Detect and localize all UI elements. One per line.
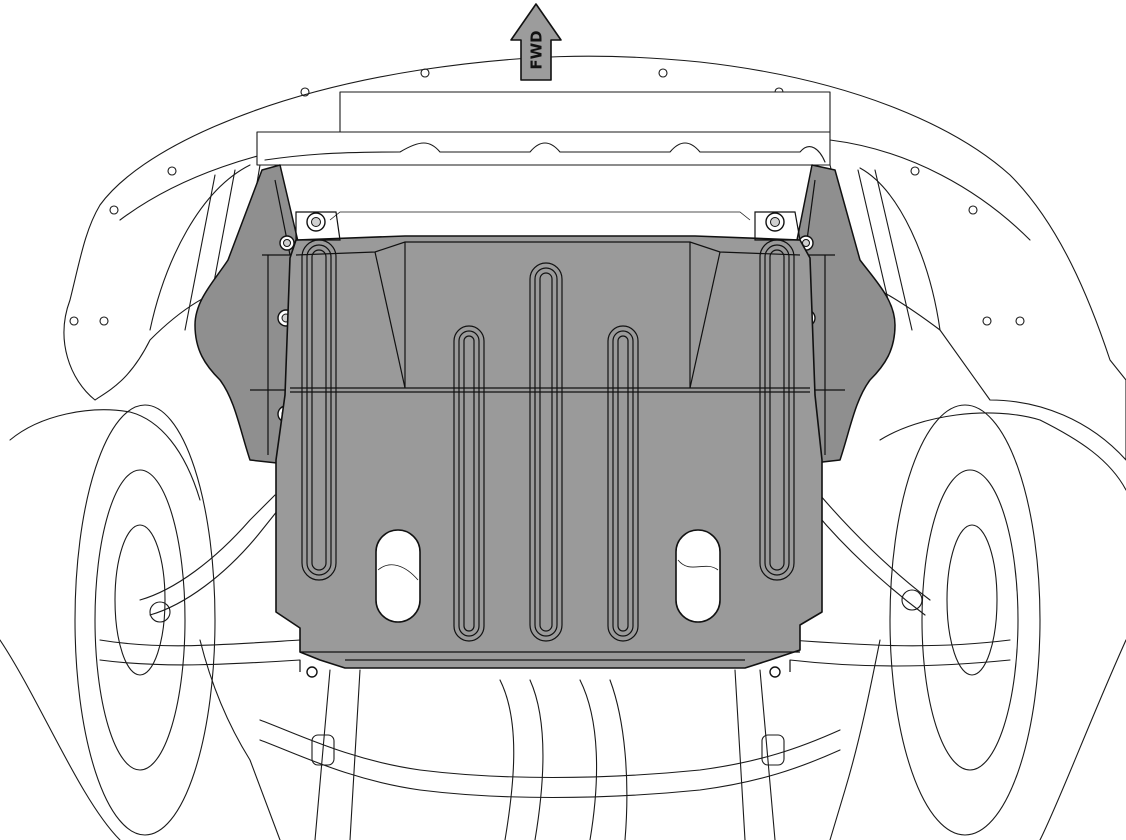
- bolt-icon: [769, 666, 781, 678]
- mount-hole: [109, 205, 119, 215]
- stiffening-rib-center-left: [453, 325, 485, 642]
- stiffening-rib-center: [529, 262, 563, 642]
- fwd-direction-arrow: FWD: [510, 3, 562, 81]
- arrow-up-icon: [510, 3, 562, 81]
- mount-hole: [99, 316, 109, 326]
- bolt-icon: [311, 217, 321, 227]
- mount-hole: [1015, 316, 1025, 326]
- mount-hole: [968, 205, 978, 215]
- skid-plate: [275, 211, 823, 678]
- bolt-icon: [283, 239, 291, 247]
- bolt-icon: [770, 217, 780, 227]
- mount-hole: [420, 68, 430, 78]
- mount-hole: [167, 166, 177, 176]
- mount-hole: [658, 68, 668, 78]
- fwd-label: FWD: [528, 30, 546, 69]
- front-suspension: [99, 494, 1011, 840]
- service-hole: [375, 529, 421, 623]
- service-hole: [675, 529, 721, 623]
- stiffening-rib-center-right: [607, 325, 639, 642]
- mount-hole: [910, 166, 920, 176]
- radiator-support: [256, 91, 831, 221]
- mount-hole: [982, 316, 992, 326]
- left-wheel: [0, 404, 216, 840]
- right-wheel: [879, 404, 1126, 840]
- mount-hole: [300, 87, 310, 97]
- bolt-icon: [306, 666, 318, 678]
- mount-hole: [69, 316, 79, 326]
